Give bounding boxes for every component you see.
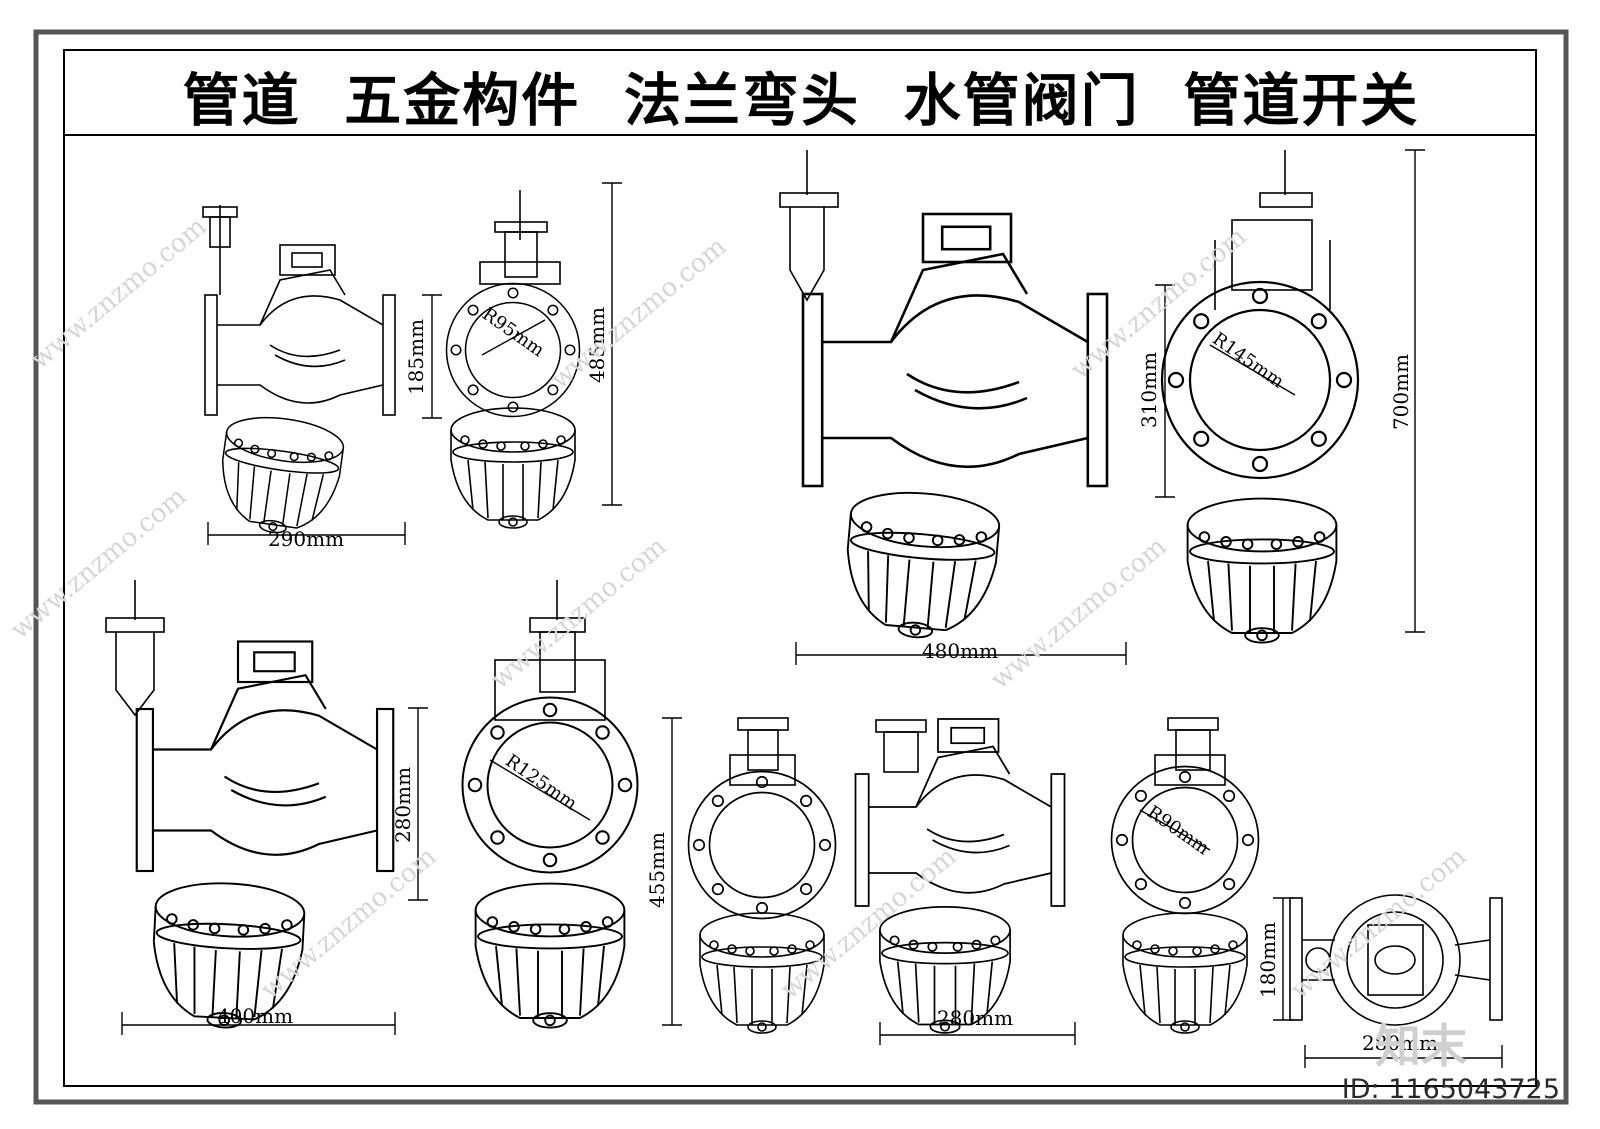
watermark-url: www.znzmo.com [25, 212, 212, 376]
dim-set3-width: 400mm [217, 1004, 293, 1028]
valve-set2-side-view [801, 212, 1109, 488]
valve-set1-front-actuator [450, 407, 576, 529]
dim-set2-flange-height: 310mm [1137, 352, 1161, 428]
valve-set1-front-flange [445, 282, 581, 418]
dim-set2-total-height: 700mm [1389, 354, 1413, 430]
dim-set3-flange-height: 280mm [391, 767, 415, 843]
dim-set5-width: 280mm [1362, 1031, 1438, 1055]
valve-set1-side-view [202, 205, 396, 416]
dim-set1-width: 290mm [268, 527, 344, 551]
outer-frame [33, 29, 1569, 1105]
dim-set5 [1273, 897, 1503, 1068]
watermark-url: www.znzmo.com [985, 532, 1172, 696]
dim-set4 [662, 717, 1211, 1045]
dim-set4-width: 280mm [937, 1006, 1013, 1030]
dim-set1 [207, 182, 622, 545]
image-id-label: ID: 1165043725 [1341, 1074, 1560, 1105]
valve-set1-front-stem [479, 190, 561, 285]
dim-set1-radius: R95mm [478, 304, 548, 362]
valve-set1-side-actuator [212, 410, 347, 542]
valve-set2-front-stem [1214, 150, 1331, 310]
dim-set3-radius: R125mm [502, 750, 581, 814]
valve-set2-front-actuator [1186, 497, 1338, 644]
watermark-url-group: www.znzmo.com www.znzmo.com www.znzmo.co… [5, 212, 1472, 1006]
watermark-logo: 知末 [1375, 1019, 1467, 1073]
dim-set1-flange-height: 185mm [404, 319, 428, 395]
valve-set4-front-flange-left [687, 770, 837, 920]
valve-set3-front-actuator [474, 882, 626, 1029]
watermark-url: www.znzmo.com [545, 232, 732, 396]
valve-set4-front-actuator-right [1122, 912, 1248, 1034]
valve-set4-front-stem-right [1154, 717, 1226, 786]
watermark-url: www.znzmo.com [1285, 842, 1472, 1006]
valve-set2-side-actuator [839, 486, 1003, 645]
valve-set4-side-stem [875, 719, 927, 773]
valve-set4-side-view [854, 718, 1066, 907]
valve-set3-side-stem [105, 580, 165, 717]
inner-frame [63, 49, 1537, 1087]
dim-set4-radius: R90mm [1143, 802, 1213, 860]
valve-set2-side-stem [779, 150, 839, 302]
valve-set5-top-view [1289, 894, 1503, 1026]
dim-set1-total-height: 485mm [585, 307, 609, 383]
watermark-url: www.znzmo.com [485, 532, 672, 696]
dim-set5-height: 180mm [1256, 922, 1280, 998]
valve-set3-front-stem [494, 580, 606, 721]
dim-set2-width: 480mm [922, 639, 998, 663]
dim-set3 [121, 707, 591, 1035]
dim-set2 [795, 149, 1425, 665]
valve-set4-front-stem-left [729, 717, 796, 786]
dim-set2-radius: R145mm [1209, 328, 1288, 392]
valve-set3-side-view [135, 640, 395, 873]
page-title: 管道 五金构件 法兰弯头 水管阀门 管道开关 [182, 68, 1420, 134]
dim-set4-total-height: 455mm [645, 832, 669, 908]
